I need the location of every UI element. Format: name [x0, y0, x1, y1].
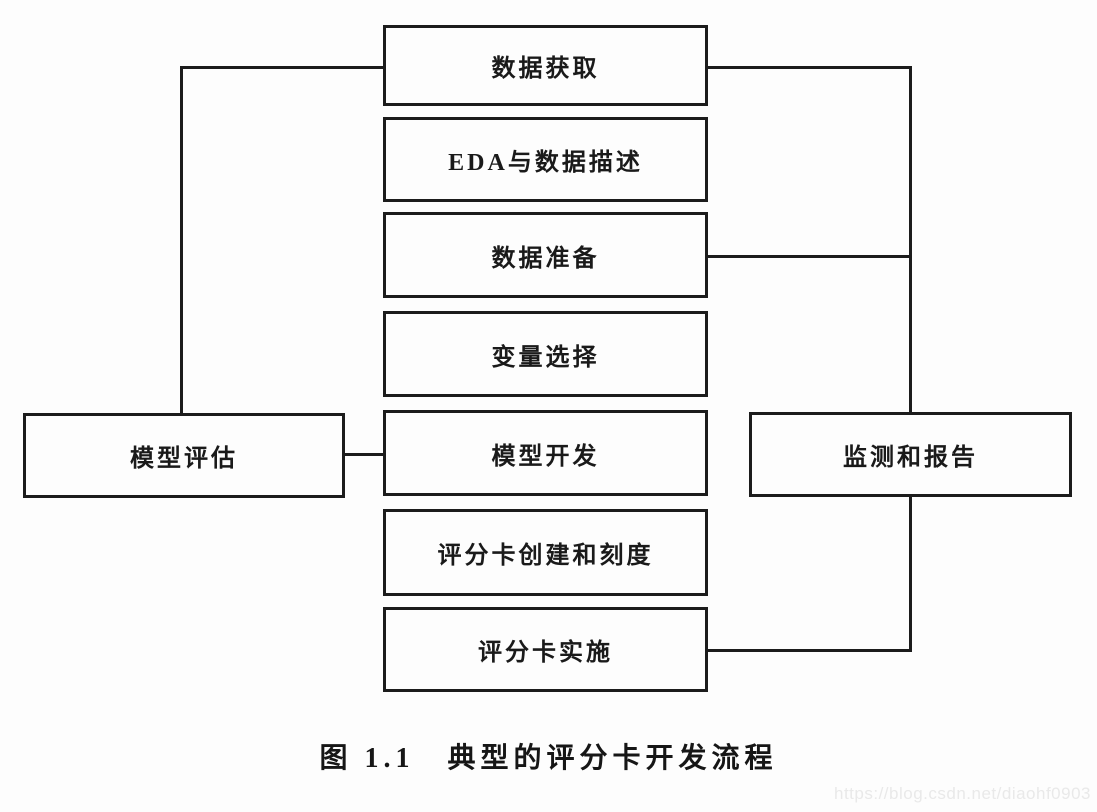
box-variable-selection: 变量选择 — [383, 311, 708, 397]
box-model-development: 模型开发 — [383, 410, 708, 496]
connector-left-vertical — [180, 66, 183, 416]
box-model-evaluation: 模型评估 — [23, 413, 345, 498]
connector-left-mid-horizontal — [343, 453, 385, 456]
box-monitoring-reporting: 监测和报告 — [749, 412, 1072, 497]
connector-right-mid-horizontal — [706, 255, 912, 258]
connector-top-left-horizontal — [180, 66, 386, 69]
box-model-development-label: 模型开发 — [491, 443, 600, 470]
box-eda-data-description: EDA与数据描述 — [383, 117, 708, 202]
watermark-url: https://blog.csdn.net/diaohf0903 — [833, 784, 1091, 803]
box-variable-selection-label: 变量选择 — [491, 344, 600, 371]
box-scorecard-implementation: 评分卡实施 — [383, 607, 708, 692]
box-eda-data-description-label: EDA与数据描述 — [448, 150, 643, 176]
connector-bottom-right-horizontal — [706, 649, 912, 652]
box-data-acquisition: 数据获取 — [383, 25, 708, 106]
box-monitoring-reporting-label: 监测和报告 — [843, 445, 978, 471]
box-data-acquisition-label: 数据获取 — [491, 56, 600, 82]
figure-caption: 图 1.1 典型的评分卡开发流程 — [319, 743, 778, 774]
connector-top-right-horizontal — [706, 66, 912, 69]
box-scorecard-implementation-label: 评分卡实施 — [478, 640, 613, 666]
box-scorecard-creation-scaling: 评分卡创建和刻度 — [383, 509, 708, 596]
box-data-preparation-label: 数据准备 — [491, 245, 600, 272]
box-data-preparation: 数据准备 — [383, 212, 708, 298]
box-scorecard-creation-scaling-label: 评分卡创建和刻度 — [437, 543, 654, 569]
box-model-evaluation-label: 模型评估 — [130, 446, 238, 472]
connector-right-vertical-lower — [909, 495, 912, 652]
connector-right-vertical-upper — [909, 66, 912, 415]
